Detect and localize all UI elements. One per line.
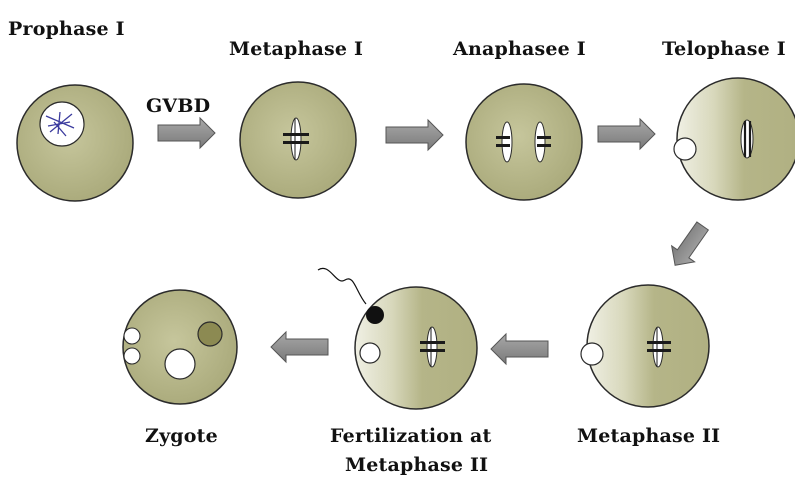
cell-telophase-1 (674, 78, 795, 200)
female-pronucleus (165, 349, 195, 379)
spindle (741, 120, 753, 158)
label-metaphase-2: Metaphase II (577, 425, 720, 447)
label-fertilization-line-1: Fertilization at (330, 425, 491, 447)
label-prophase-1: Prophase I (8, 18, 125, 40)
cell-anaphase-1 (466, 84, 582, 200)
arrow-gvbd (158, 118, 215, 148)
label-metaphase-1: Metaphase I (229, 38, 363, 60)
polar-body (581, 343, 603, 365)
male-pronucleus (198, 322, 222, 346)
label-anaphase-1: Anaphasee I (453, 38, 586, 60)
cell-zygote (123, 290, 237, 404)
cell-prophase-1 (17, 85, 133, 201)
sperm (318, 268, 384, 324)
label-fertilization-line-2: Metaphase II (345, 454, 488, 476)
cell-metaphase-2 (581, 285, 709, 407)
cell-fertilization (318, 268, 477, 409)
label-telophase-1: Telophase I (662, 38, 786, 60)
polar-body-1 (124, 328, 140, 344)
cell-metaphase-1 (240, 82, 356, 198)
arrow-metaphase-to-anaphase (386, 120, 443, 150)
germinal-vesicle (40, 102, 84, 146)
arrow-telophase-to-metaphase-2 (664, 218, 714, 273)
label-zygote: Zygote (145, 425, 218, 447)
arrow-anaphase-to-telophase (598, 119, 655, 149)
polar-body (674, 138, 696, 160)
arrow-fertilization-to-zygote (271, 332, 328, 362)
arrow-metaphase-2-to-fertilization (491, 334, 548, 364)
label-gvbd: GVBD (146, 95, 210, 117)
polar-body (360, 343, 380, 363)
polar-body-2 (124, 348, 140, 364)
